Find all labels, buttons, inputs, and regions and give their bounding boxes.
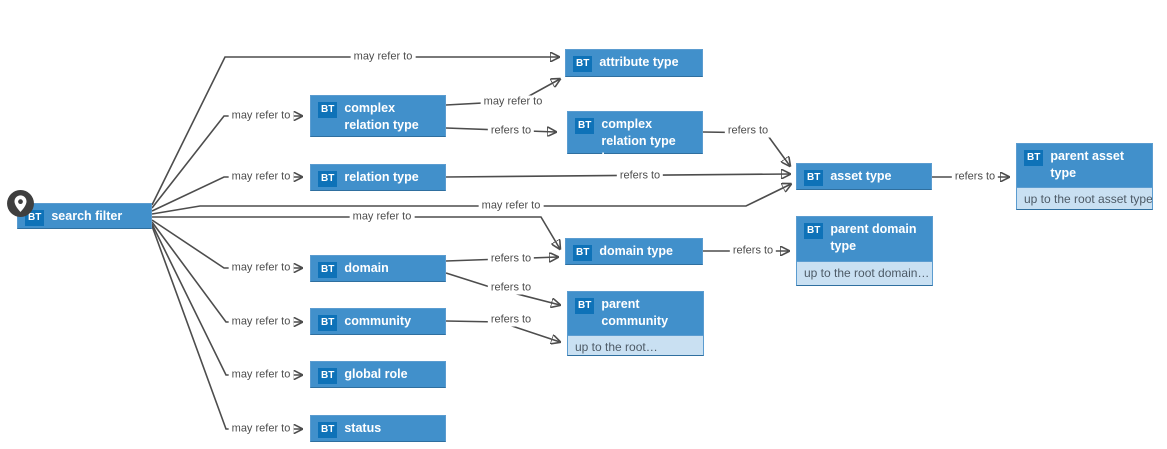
node-attribute-type[interactable]: BT attribute type: [565, 49, 703, 77]
node-label: complex relation type: [344, 101, 419, 132]
edge-label: refers to: [487, 252, 535, 266]
bt-badge: BT: [573, 56, 593, 72]
node-domain[interactable]: BT domain: [310, 255, 446, 282]
bt-badge: BT: [804, 223, 824, 239]
location-pin-icon: [7, 190, 34, 217]
edge-label: refers to: [487, 313, 535, 327]
edge-search-filter-complex-relation-type: [151, 116, 302, 209]
node-parent-community[interactable]: BT parent community up to the root…: [567, 291, 704, 356]
edge-label: may refer to: [350, 50, 416, 64]
node-label: attribute type: [599, 55, 679, 69]
edge-label: may refer to: [228, 109, 294, 123]
edge-label: may refer to: [228, 368, 294, 382]
node-label: asset type: [830, 169, 892, 183]
node-domain-type[interactable]: BT domain type: [565, 238, 703, 265]
bt-badge: BT: [318, 315, 338, 331]
node-label: domain type: [599, 244, 673, 258]
edge-label: may refer to: [228, 261, 294, 275]
bt-badge: BT: [575, 298, 595, 314]
node-status[interactable]: BT status: [310, 415, 446, 442]
node-label: global role: [344, 367, 408, 381]
edge-search-filter-domain-type: [152, 216, 560, 249]
node-community[interactable]: BT community: [310, 308, 446, 335]
bt-badge: BT: [318, 368, 338, 384]
bt-badge: BT: [318, 102, 338, 118]
edge-search-filter-asset-type: [151, 184, 791, 215]
bt-badge: BT: [1024, 150, 1044, 166]
node-asset-type[interactable]: BT asset type: [796, 163, 932, 190]
edge-label: may refer to: [480, 95, 546, 109]
node-label: parent asset type: [1050, 149, 1124, 180]
node-label: domain: [344, 261, 389, 275]
edge-label: may refer to: [228, 170, 294, 184]
node-label: community: [344, 314, 412, 328]
edge-label: refers to: [729, 244, 777, 258]
edge-label: may refer to: [228, 315, 294, 329]
node-sublabel: up to the root asset type: [1017, 187, 1152, 209]
edge-label: refers to: [487, 124, 535, 138]
bt-badge: BT: [318, 422, 338, 438]
bt-badge: BT: [573, 245, 593, 261]
node-sublabel: up to the root domain…: [797, 261, 932, 285]
node-label: search filter: [51, 209, 123, 223]
node-relation-type[interactable]: BT relation type: [310, 164, 446, 191]
node-parent-domain-type[interactable]: BT parent domain type up to the root dom…: [796, 216, 933, 286]
node-label: complex relation type leg: [601, 117, 676, 165]
edge-label: refers to: [951, 170, 999, 184]
edge-label: refers to: [616, 169, 664, 183]
edge-label: may refer to: [228, 422, 294, 436]
node-label: relation type: [344, 170, 419, 184]
bt-badge: BT: [318, 262, 338, 278]
node-label: parent community: [601, 297, 669, 328]
edge-search-filter-attribute-type: [151, 57, 559, 206]
node-global-role[interactable]: BT global role: [310, 361, 446, 388]
bt-badge: BT: [25, 210, 45, 226]
bt-badge: BT: [318, 171, 338, 187]
bt-badge: BT: [804, 170, 824, 186]
node-complex-relation-type[interactable]: BT complex relation type: [310, 95, 446, 137]
edge-search-filter-global-role: [151, 223, 302, 375]
bt-badge: BT: [575, 118, 595, 134]
node-search-filter[interactable]: BT search filter: [7, 190, 152, 229]
edge-label: refers to: [724, 124, 772, 138]
edge-label: refers to: [487, 281, 535, 295]
node-label: status: [344, 421, 382, 435]
node-parent-asset-type[interactable]: BT parent asset type up to the root asse…: [1016, 143, 1153, 210]
edge-label: may refer to: [478, 199, 544, 213]
node-complex-relation-type-leg[interactable]: BT complex relation type leg: [567, 111, 703, 165]
node-label: parent domain type: [830, 222, 917, 253]
node-sublabel: up to the root…: [568, 335, 703, 355]
edge-label: may refer to: [349, 210, 415, 224]
